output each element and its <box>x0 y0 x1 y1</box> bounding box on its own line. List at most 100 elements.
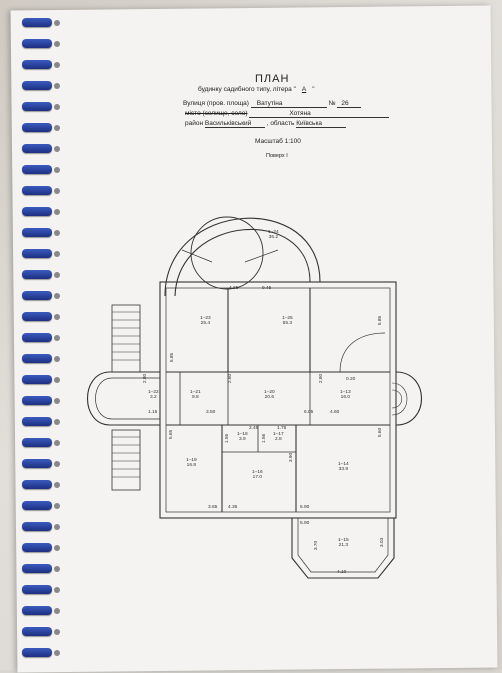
dim-label: 5.90 <box>300 505 310 510</box>
dim-label: 3.90 <box>289 452 295 463</box>
punch-hole <box>54 230 60 236</box>
dim-label: 3.70 <box>314 540 320 551</box>
binding-ring <box>22 438 52 447</box>
dim-label: 1.56 <box>262 433 268 444</box>
binding-ring <box>22 186 52 195</box>
binding-ring <box>22 18 52 27</box>
dim-label: 3.65 <box>208 505 218 510</box>
spiral-binding <box>22 0 62 670</box>
dim-label: 5.90 <box>300 521 310 526</box>
district-line: район Васильківський , область Київська <box>185 120 347 128</box>
punch-hole <box>54 62 60 68</box>
dim-label: 5.65 <box>169 429 175 440</box>
punch-hole <box>54 629 60 635</box>
binding-ring <box>22 606 52 615</box>
subtitle-end: " <box>312 86 315 93</box>
punch-hole <box>54 650 60 656</box>
dim-label: 5.60 <box>378 427 384 438</box>
punch-hole <box>54 419 60 425</box>
punch-hole <box>54 608 60 614</box>
dim-label: 4.60 <box>330 410 340 415</box>
region-value: Київська <box>296 120 347 128</box>
binding-ring <box>22 333 52 342</box>
punch-hole <box>54 566 60 572</box>
punch-hole <box>54 251 60 257</box>
punch-hole <box>54 461 60 467</box>
punch-hole <box>54 83 60 89</box>
punch-hole <box>54 272 60 278</box>
dim-label: 2.80 <box>143 373 149 384</box>
binding-ring <box>22 165 52 174</box>
dim-label: 1.15 <box>148 410 158 415</box>
binding-ring <box>22 291 52 300</box>
punch-hole <box>54 503 60 509</box>
punch-hole <box>54 356 60 362</box>
binding-ring <box>22 480 52 489</box>
binding-ring <box>22 417 52 426</box>
binding-ring <box>22 354 52 363</box>
page-title: ПЛАН <box>255 73 290 85</box>
binding-ring <box>22 81 52 90</box>
number-label: № <box>328 100 336 107</box>
binding-ring <box>22 249 52 258</box>
binding-ring <box>22 39 52 48</box>
punch-hole <box>54 167 60 173</box>
dim-label: 4.85 <box>229 286 239 291</box>
dim-label: 6.05 <box>304 410 314 415</box>
street-value: Ватутіна <box>250 100 327 108</box>
dim-label: 1.76 <box>277 426 287 431</box>
dim-label: 1.56 <box>225 433 231 444</box>
punch-hole <box>54 41 60 47</box>
punch-hole <box>54 377 60 383</box>
binding-ring <box>22 123 52 132</box>
punch-hole <box>54 545 60 551</box>
dim-label: 9.45 <box>262 286 272 291</box>
binding-ring <box>22 543 52 552</box>
dim-label: 5.85 <box>378 315 384 326</box>
punch-hole <box>54 398 60 404</box>
binding-ring <box>22 270 52 279</box>
dim-label: 2.45 <box>249 426 259 431</box>
punch-hole <box>54 20 60 26</box>
binding-ring <box>22 102 52 111</box>
binding-ring <box>22 312 52 321</box>
number-value: 26 <box>337 100 362 108</box>
punch-hole <box>54 314 60 320</box>
dim-label: 5.85 <box>170 352 176 363</box>
floor-text: Поверх І <box>266 153 288 159</box>
binding-ring <box>22 375 52 384</box>
subtitle-text: будинку садибного типу, літера " <box>198 86 296 93</box>
dim-label: 3.50 <box>206 410 216 415</box>
punch-hole <box>54 146 60 152</box>
city-line: місто (селище, село) Хотяна <box>185 110 390 118</box>
city-label: місто (селище, село) <box>185 110 248 117</box>
binding-ring <box>22 648 52 657</box>
dim-label: 4.10 <box>337 570 347 575</box>
binding-ring <box>22 144 52 153</box>
street-line: Вулиця (пров. площа) Ватутіна № 26 <box>183 100 362 108</box>
punch-hole <box>54 482 60 488</box>
district-label: район <box>185 120 204 127</box>
litera-value: А <box>301 86 307 93</box>
binding-ring <box>22 501 52 510</box>
binding-ring <box>22 207 52 216</box>
punch-hole <box>54 209 60 215</box>
punch-hole <box>54 293 60 299</box>
dim-label: 2.80 <box>228 373 234 384</box>
dim-label: 2.80 <box>319 373 325 384</box>
binding-ring <box>22 522 52 531</box>
binding-ring <box>22 564 52 573</box>
punch-hole <box>54 440 60 446</box>
punch-hole <box>54 587 60 593</box>
binding-ring <box>22 585 52 594</box>
